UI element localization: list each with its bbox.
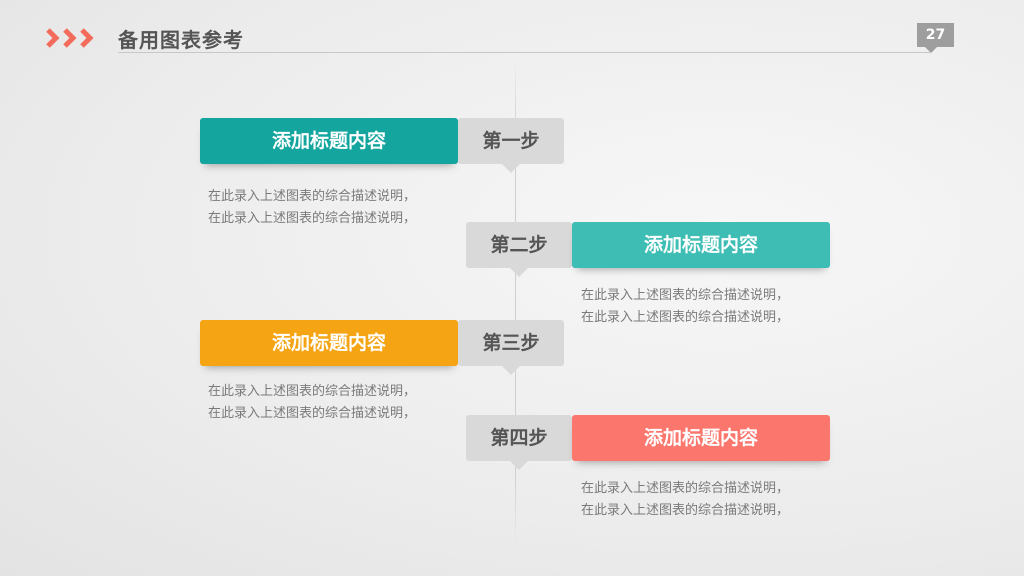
step-2-desc-line-2: 在此录入上述图表的综合描述说明， [581,310,790,325]
step-3-desc-line-1: 在此录入上述图表的综合描述说明， [208,384,417,399]
step-1-desc-line-2: 在此录入上述图表的综合描述说明， [208,211,417,226]
step-3-desc-line-2: 在此录入上述图表的综合描述说明， [208,406,417,421]
step-4-desc-line-1: 在此录入上述图表的综合描述说明， [581,481,790,496]
step-4-tag: 第四步 [466,415,572,470]
step-4-desc-line-2: 在此录入上述图表的综合描述说明， [581,503,790,518]
step-3-title-bar: 添加标题内容 [200,320,458,366]
step-2-tag: 第二步 [466,222,572,277]
step-3-description: 在此录入上述图表的综合描述说明， 在此录入上述图表的综合描述说明， [208,381,416,425]
step-1-tag: 第一步 [458,118,564,173]
chevrons-icon [46,28,94,48]
step-1-desc-line-1: 在此录入上述图表的综合描述说明， [208,189,417,204]
header-divider [118,52,930,53]
step-1-title: 添加标题内容 [271,130,386,152]
pointer-icon [502,366,520,375]
step-2-title: 添加标题内容 [643,234,758,256]
step-2-title-bar: 添加标题内容 [572,222,830,268]
step-1-label: 第一步 [482,130,540,152]
step-4-title-bar: 添加标题内容 [572,415,830,461]
step-3-tag: 第三步 [458,320,564,375]
pointer-icon [510,268,528,277]
step-3-label: 第三步 [482,332,540,354]
page-number-badge: 27 [917,23,954,53]
step-4-label: 第四步 [490,427,548,449]
step-1-description: 在此录入上述图表的综合描述说明， 在此录入上述图表的综合描述说明， [208,186,416,230]
page-title: 备用图表参考 [118,28,244,52]
step-4-description: 在此录入上述图表的综合描述说明， 在此录入上述图表的综合描述说明， [581,478,789,522]
step-2-desc-line-1: 在此录入上述图表的综合描述说明， [581,288,790,303]
pointer-icon [502,164,520,173]
step-1-title-bar: 添加标题内容 [200,118,458,164]
pointer-icon [510,461,528,470]
timeline-axis [515,58,516,546]
step-3-title: 添加标题内容 [271,332,386,354]
step-2-label: 第二步 [490,234,548,256]
step-2-description: 在此录入上述图表的综合描述说明， 在此录入上述图表的综合描述说明， [581,285,789,329]
step-4-title: 添加标题内容 [643,427,758,449]
